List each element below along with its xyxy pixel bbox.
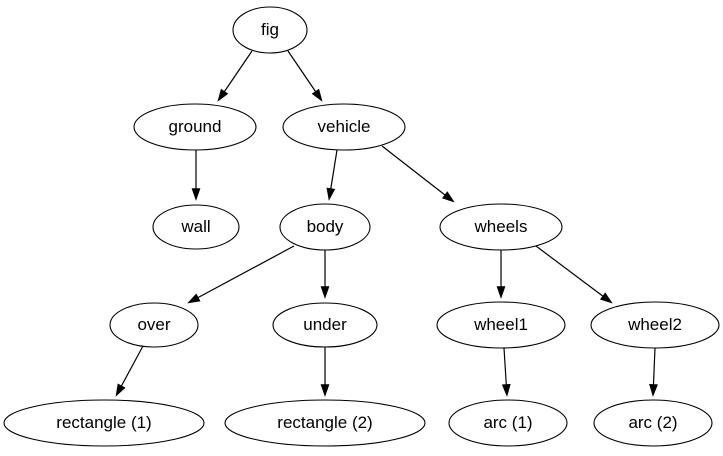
node-label-arc2: arc (2) xyxy=(628,413,677,432)
node-vehicle[interactable]: vehicle xyxy=(282,103,406,151)
node-label-under: under xyxy=(303,315,347,334)
node-label-wheels: wheels xyxy=(474,217,528,236)
edge-line xyxy=(287,50,317,94)
node-over[interactable]: over xyxy=(109,302,199,348)
node-ellipse-wheels[interactable] xyxy=(439,203,563,251)
edge-arrowhead xyxy=(649,384,658,397)
edge-arrowhead xyxy=(599,292,613,304)
node-label-ground: ground xyxy=(169,117,222,136)
node-label-fig: fig xyxy=(261,20,279,39)
edge-ground-to-wall xyxy=(191,150,201,201)
node-ellipse-rectangle2[interactable] xyxy=(224,399,426,447)
edge-body-to-over xyxy=(187,245,295,304)
node-label-arc1: arc (1) xyxy=(483,413,532,432)
edge-line xyxy=(652,347,656,387)
node-arc1[interactable]: arc (1) xyxy=(448,399,568,447)
node-label-wheel1: wheel1 xyxy=(473,315,528,334)
node-ellipse-wheel1[interactable] xyxy=(436,301,566,349)
node-ellipse-arc2[interactable] xyxy=(593,399,713,447)
node-ground[interactable]: ground xyxy=(133,103,257,151)
edge-arrowhead xyxy=(191,188,201,201)
edge-wheels-to-wheel2 xyxy=(535,245,613,304)
node-wheels[interactable]: wheels xyxy=(439,203,563,251)
node-under[interactable]: under xyxy=(272,302,378,348)
nodes-layer: fig ground vehicle wall body wheels over under w… xyxy=(3,6,720,447)
node-ellipse-over[interactable] xyxy=(109,302,199,348)
node-ellipse-wall[interactable] xyxy=(152,204,240,250)
edge-vehicle-to-wheels xyxy=(381,145,455,203)
node-ellipse-wheel2[interactable] xyxy=(590,301,720,349)
node-label-wall: wall xyxy=(180,217,210,236)
edge-arrowhead xyxy=(311,88,323,102)
edge-arrowhead xyxy=(115,383,126,397)
edge-arrowhead xyxy=(320,384,330,397)
edge-arrowhead xyxy=(496,286,506,299)
node-fig[interactable]: fig xyxy=(232,6,308,54)
node-label-over: over xyxy=(137,315,170,334)
edge-fig-to-ground xyxy=(217,50,253,102)
edge-line xyxy=(223,50,253,94)
edge-line xyxy=(329,149,338,191)
edge-fig-to-vehicle xyxy=(287,50,323,102)
node-ellipse-arc1[interactable] xyxy=(448,399,568,447)
node-label-rectangle1: rectangle (1) xyxy=(56,413,151,432)
node-label-rectangle2: rectangle (2) xyxy=(277,413,372,432)
edge-wheel2-to-arc2 xyxy=(649,347,658,397)
node-label-vehicle: vehicle xyxy=(318,117,371,136)
edge-line xyxy=(196,245,295,299)
node-ellipse-body[interactable] xyxy=(279,203,371,251)
node-arc2[interactable]: arc (2) xyxy=(593,399,713,447)
node-ellipse-rectangle1[interactable] xyxy=(3,399,205,447)
edge-arrowhead xyxy=(326,187,336,201)
edge-arrowhead xyxy=(441,191,455,203)
node-body[interactable]: body xyxy=(279,203,371,251)
edges-layer xyxy=(115,50,658,397)
edge-arrowhead xyxy=(501,383,511,397)
edge-line xyxy=(120,345,144,388)
edge-body-to-under xyxy=(320,250,330,299)
node-rectangle2[interactable]: rectangle (2) xyxy=(224,399,426,447)
node-wheel2[interactable]: wheel2 xyxy=(590,301,720,349)
edge-line xyxy=(503,347,507,387)
edge-arrowhead xyxy=(217,88,229,102)
node-ellipse-under[interactable] xyxy=(272,302,378,348)
node-wheel1[interactable]: wheel1 xyxy=(436,301,566,349)
node-wall[interactable]: wall xyxy=(152,204,240,250)
edge-wheel1-to-arc1 xyxy=(501,347,511,397)
edge-arrowhead xyxy=(320,286,330,299)
edge-over-to-rectangle1 xyxy=(115,345,144,397)
node-rectangle1[interactable]: rectangle (1) xyxy=(3,399,205,447)
edge-line xyxy=(535,245,605,298)
edge-under-to-rectangle2 xyxy=(320,347,330,397)
edge-arrowhead xyxy=(187,293,201,304)
edge-wheels-to-wheel1 xyxy=(496,250,506,299)
node-ellipse-fig[interactable] xyxy=(232,6,308,54)
node-label-body: body xyxy=(307,217,344,236)
edge-line xyxy=(381,145,447,197)
node-ellipse-vehicle[interactable] xyxy=(282,103,406,151)
node-ellipse-ground[interactable] xyxy=(133,103,257,151)
node-label-wheel2: wheel2 xyxy=(627,315,682,334)
edge-vehicle-to-body xyxy=(326,149,338,201)
